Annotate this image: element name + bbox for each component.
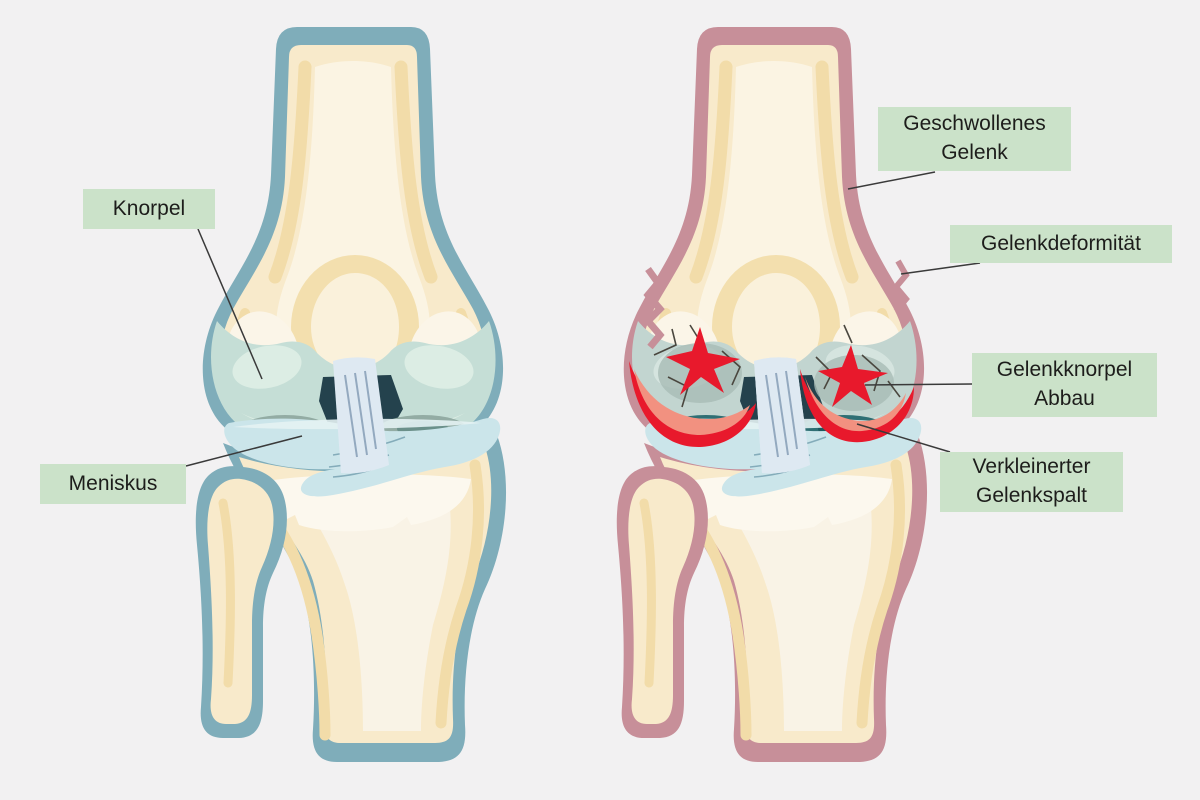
label-gelenkknorpel-abbau: Gelenkknorpel Abbau [972,353,1157,417]
label-verkleinerter-gelenkspalt: Verkleinerter Gelenkspalt [940,452,1123,512]
lesion-star-right [818,345,888,407]
label-meniskus: Meniskus [40,464,186,504]
deformity-edge-left [643,266,665,350]
label-gelenkdeformitaet: Gelenkdeformität [950,225,1172,263]
healthy-knee-illustration [183,25,523,765]
ligament-front-line-1 [765,374,779,458]
inflamed-meniscus-right [805,377,906,432]
label-geschwollenes-gelenk: Geschwollenes Gelenk [878,107,1071,171]
inflamed-meniscus-left [634,369,750,435]
cartilage-cracks [653,324,901,408]
lesion-star-left [666,327,740,395]
ligament-front-line-3 [785,370,798,450]
ligament-front-line-2 [775,372,789,456]
label-knorpel: Knorpel [83,189,215,229]
